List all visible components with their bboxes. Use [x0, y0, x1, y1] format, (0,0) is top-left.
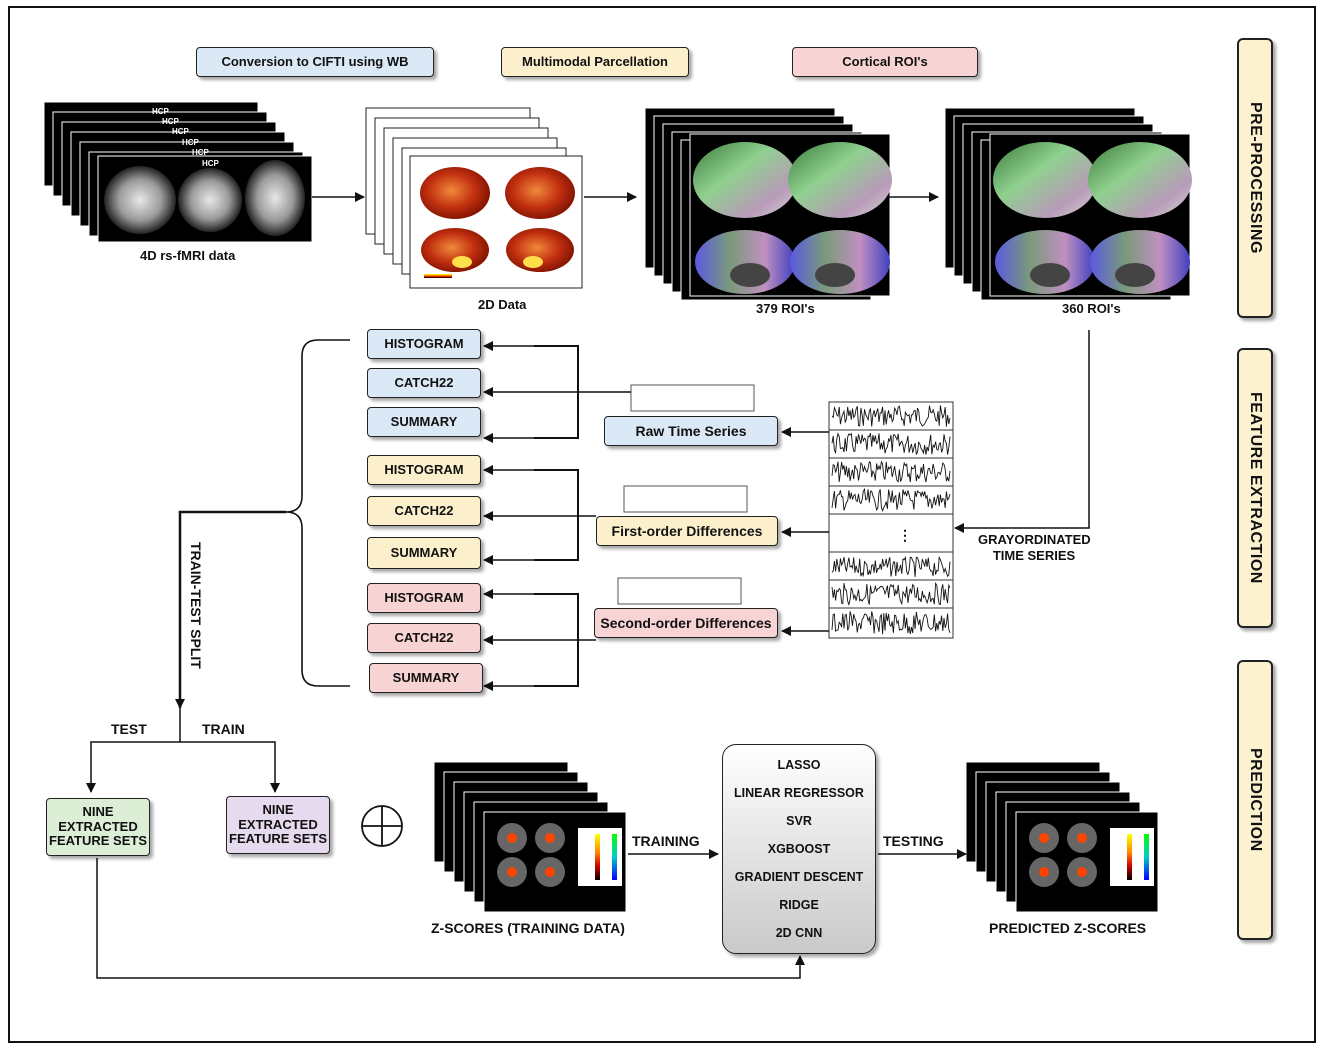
- rsfmri-caption: 4D rs-fMRI data: [140, 248, 236, 263]
- hcp-text: HCP: [152, 107, 170, 116]
- feature-first-summary: SUMMARY: [367, 537, 481, 569]
- train-feature-sets: NINE EXTRACTED FEATURE SETS: [226, 796, 330, 854]
- time-series-trace: [831, 460, 951, 483]
- test-label: TEST: [111, 721, 147, 737]
- hcp-text: HCP: [192, 148, 210, 157]
- hcp-text: HCP: [182, 138, 200, 147]
- roi360-caption: 360 ROI's: [1062, 301, 1121, 316]
- training-label: TRAINING: [632, 833, 700, 849]
- train-test-split-label: TRAIN-TEST SPLIT: [188, 542, 204, 669]
- model-ridge: RIDGE: [779, 898, 819, 912]
- conversion-step: Conversion to CIFTI using WB: [196, 47, 434, 77]
- time-series-trace: [831, 487, 951, 512]
- feature-first-histogram: HISTOGRAM: [367, 455, 481, 485]
- model-linear-regressor: LINEAR REGRESSOR: [734, 786, 864, 800]
- feature-second-histogram: HISTOGRAM: [367, 583, 481, 613]
- stage-prediction: PREDICTION: [1237, 660, 1273, 940]
- feature-second-summary: SUMMARY: [369, 663, 483, 693]
- feature-raw-summary: SUMMARY: [367, 407, 481, 437]
- grayordinate-caption: GRAYORDINATED TIME SERIES: [978, 532, 1091, 563]
- data2d-stack: [365, 107, 583, 289]
- rsfmri-stack: [43, 101, 313, 243]
- model-lasso: LASSO: [777, 758, 821, 772]
- test-feature-sets: NINE EXTRACTED FEATURE SETS: [46, 798, 150, 856]
- models-box: LASSO LINEAR REGRESSOR SVR XGBOOST GRADI…: [722, 744, 876, 954]
- oplus-symbol: [361, 805, 403, 847]
- model-2d-cnn: 2D CNN: [775, 926, 823, 940]
- feature-raw-histogram: HISTOGRAM: [367, 329, 481, 359]
- raw-series-box: Raw Time Series: [604, 416, 778, 446]
- first-order-thumbnail: [623, 485, 748, 513]
- time-series-trace: [831, 611, 951, 635]
- time-series-trace: [831, 405, 951, 427]
- testing-label: TESTING: [883, 833, 944, 849]
- figure-frame: [8, 6, 1316, 1043]
- svg-text:⋮: ⋮: [898, 527, 912, 543]
- feature-second-catch22: CATCH22: [367, 623, 481, 653]
- raw-series-thumbnail: [630, 384, 755, 412]
- predicted-zscore-stack: [965, 761, 1159, 913]
- cortical-roi-step: Cortical ROI's: [792, 47, 978, 77]
- hcp-text: HCP: [172, 127, 190, 136]
- predicted-zscore-caption: PREDICTED Z-SCORES: [989, 920, 1147, 936]
- train-label: TRAIN: [202, 721, 245, 737]
- model-gradient-descent: GRADIENT DESCENT: [734, 870, 864, 884]
- second-order-thumbnail: [617, 577, 742, 605]
- roi360-stack: [944, 107, 1192, 301]
- feature-raw-catch22: CATCH22: [367, 368, 481, 398]
- parcellation-step: Multimodal Parcellation: [501, 47, 689, 77]
- roi379-stack: [644, 107, 892, 301]
- feature-first-catch22: CATCH22: [367, 496, 481, 526]
- zscore-training-stack: [433, 761, 627, 913]
- stage-feature-extraction: FEATURE EXTRACTION: [1237, 348, 1273, 628]
- model-xgboost: XGBOOST: [767, 842, 831, 856]
- second-order-box: Second-order Differences: [594, 608, 778, 638]
- time-series-trace: [831, 581, 951, 607]
- data2d-caption: 2D Data: [478, 297, 527, 312]
- hcp-text: HCP: [162, 117, 180, 126]
- roi379-caption: 379 ROI's: [756, 301, 815, 316]
- time-series-trace: [831, 432, 951, 456]
- stage-preprocessing: PRE-PROCESSING: [1237, 38, 1273, 318]
- first-order-box: First-order Differences: [596, 516, 778, 546]
- time-series-trace: [831, 555, 951, 578]
- hcp-text: HCP: [202, 159, 220, 168]
- zscore-training-caption: Z-SCORES (TRAINING DATA): [431, 920, 625, 936]
- model-svr: SVR: [786, 814, 812, 828]
